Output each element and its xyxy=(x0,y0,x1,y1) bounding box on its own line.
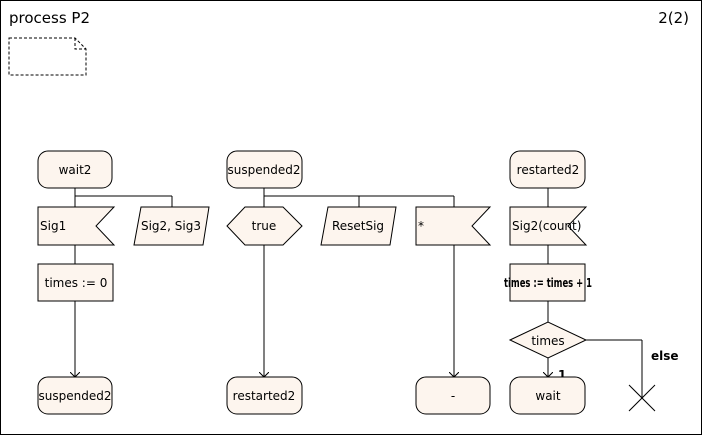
state-suspended2-bottom[interactable] xyxy=(37,376,113,415)
text-symbol xyxy=(8,37,87,76)
input-asterisk[interactable] xyxy=(415,206,492,246)
input-resetsig[interactable] xyxy=(320,206,397,246)
state-suspended2-top-label: suspended2 xyxy=(228,163,301,177)
input-sig2-sig3[interactable] xyxy=(133,206,210,246)
page-number: 2(2) xyxy=(658,9,689,27)
stop-symbol xyxy=(628,384,656,412)
branch-one-label: 1 xyxy=(558,368,566,382)
input-sig2-count[interactable] xyxy=(509,206,588,246)
state-wait2-label: wait2 xyxy=(59,163,92,177)
state-wait[interactable] xyxy=(509,376,586,415)
input-sig2-count-label: Sig2(count) xyxy=(512,219,581,233)
state-dash-label: - xyxy=(451,389,455,403)
task-times-incr-label: times := times + 1 xyxy=(504,276,592,290)
task-times-incr[interactable] xyxy=(509,263,586,302)
decision-times-label: times xyxy=(531,334,564,348)
input-sig2-sig3-label: Sig2, Sig3 xyxy=(141,219,201,233)
condition-true[interactable] xyxy=(226,206,303,246)
branch-else-label: else xyxy=(651,349,679,363)
state-restarted2-top-label: restarted2 xyxy=(517,163,580,177)
state-wait-label: wait xyxy=(535,389,561,403)
task-times-zero-label: times := 0 xyxy=(45,276,108,290)
state-dash[interactable] xyxy=(415,376,491,415)
state-suspended2-bottom-label: suspended2 xyxy=(39,389,112,403)
state-restarted2-bottom-label: restarted2 xyxy=(233,389,296,403)
input-sig1[interactable] xyxy=(37,206,116,246)
input-resetsig-label: ResetSig xyxy=(332,219,384,233)
state-restarted2-bottom[interactable] xyxy=(226,376,303,415)
condition-true-label: true xyxy=(252,219,277,233)
diagram-title: process P2 xyxy=(9,9,90,27)
input-asterisk-label: * xyxy=(418,219,424,233)
input-sig1-label: Sig1 xyxy=(40,219,66,233)
